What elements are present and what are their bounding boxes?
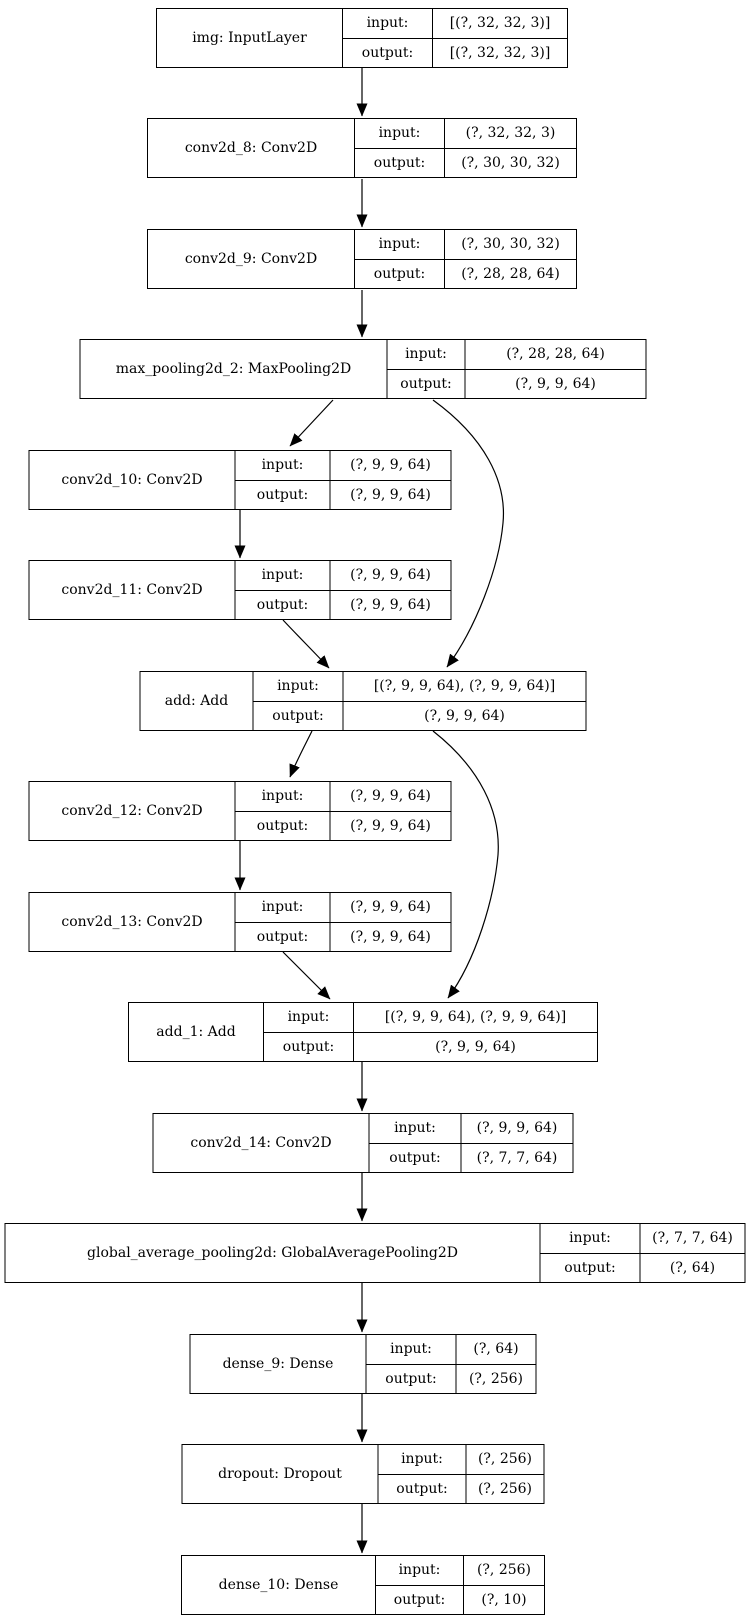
layer-title: conv2d_11: Conv2D [30,561,236,619]
output-label: output: [379,1474,467,1503]
layer-title: img: InputLayer [157,9,343,67]
output-label: output: [236,922,331,951]
output-shape: (?, 30, 30, 32) [461,154,560,171]
input-label: input: [236,451,331,480]
node-conv2d_10: conv2d_10: Conv2D input: (?, 9, 9, 64) o… [28,450,452,510]
node-conv2d_8: conv2d_8: Conv2D input: (?, 32, 32, 3) o… [147,118,577,178]
edge-conv2d_13-to-add_1 [282,951,331,1000]
output-shape: (?, 9, 9, 64) [350,596,431,613]
input-label: input: [370,1114,462,1143]
input-label: input: [254,672,344,701]
node-dense_10: dense_10: Dense input: (?, 256) output: … [181,1555,545,1615]
node-conv2d_12: conv2d_12: Conv2D input: (?, 9, 9, 64) o… [28,781,452,841]
output-label: output: [367,1364,457,1393]
input-label: input: [379,1445,467,1474]
input-shape: (?, 9, 9, 64) [350,899,431,916]
node-add: add: Add input: [(?, 9, 9, 64), (?, 9, 9… [139,671,587,731]
input-shape: [(?, 9, 9, 64), (?, 9, 9, 64)] [384,1009,567,1026]
layer-title: dropout: Dropout [183,1445,379,1503]
output-shape: (?, 9, 9, 64) [435,1038,516,1055]
output-shape: (?, 28, 28, 64) [461,265,560,282]
output-label: output: [254,701,344,730]
input-label: input: [355,119,445,148]
output-label: output: [355,148,445,177]
output-label: output: [236,480,331,509]
input-label: input: [264,1003,354,1032]
edge-max_pooling2d_2-to-add [432,399,505,668]
output-shape: (?, 64) [669,1259,716,1276]
node-img: img: InputLayer input: [(?, 32, 32, 3)] … [156,8,568,68]
output-shape: (?, 9, 9, 64) [350,817,431,834]
input-shape: (?, 9, 9, 64) [350,788,431,805]
input-shape: (?, 32, 32, 3) [465,125,556,142]
node-global_average_pooling2d: global_average_pooling2d: GlobalAverageP… [4,1223,746,1283]
input-shape: (?, 28, 28, 64) [506,346,605,363]
layer-title: conv2d_8: Conv2D [148,119,355,177]
output-label: output: [355,259,445,288]
edge-add-to-add_1 [432,730,499,999]
input-shape: [(?, 9, 9, 64), (?, 9, 9, 64)] [373,678,556,695]
input-label: input: [367,1335,457,1364]
output-shape: (?, 9, 9, 64) [350,928,431,945]
edge-add-to-conv2d_12 [289,730,313,778]
edge-max_pooling2d_2-to-conv2d_10 [289,399,334,447]
layer-title: max_pooling2d_2: MaxPooling2D [81,340,388,398]
output-shape: (?, 9, 9, 64) [350,486,431,503]
edge-conv2d_11-to-add [282,619,330,669]
output-shape: (?, 256) [477,1480,533,1497]
layer-title: conv2d_9: Conv2D [148,230,355,288]
output-shape: [(?, 32, 32, 3)] [449,44,551,61]
layer-title: add: Add [141,672,254,730]
output-shape: (?, 7, 7, 64) [476,1149,558,1166]
output-label: output: [236,811,331,840]
output-shape: (?, 256) [468,1370,524,1387]
input-shape: (?, 64) [473,1341,519,1358]
layer-title: conv2d_14: Conv2D [154,1114,370,1172]
node-max_pooling2d_2: max_pooling2d_2: MaxPooling2D input: (?,… [79,339,647,399]
node-add_1: add_1: Add input: [(?, 9, 9, 64), (?, 9,… [128,1002,598,1062]
input-label: input: [541,1224,641,1253]
input-shape: (?, 256) [477,1451,533,1468]
input-label: input: [355,230,445,259]
input-shape: [(?, 32, 32, 3)] [449,15,551,32]
input-shape: (?, 9, 9, 64) [350,567,431,584]
output-label: output: [236,590,331,619]
layer-title: conv2d_12: Conv2D [30,782,236,840]
input-shape: (?, 9, 9, 64) [476,1120,558,1137]
input-label: input: [236,561,331,590]
input-label: input: [376,1556,464,1585]
output-label: output: [264,1032,354,1061]
output-label: output: [343,38,433,67]
input-label: input: [343,9,433,38]
node-conv2d_9: conv2d_9: Conv2D input: (?, 30, 30, 32) … [147,229,577,289]
input-label: input: [388,340,466,369]
node-conv2d_13: conv2d_13: Conv2D input: (?, 9, 9, 64) o… [28,892,452,952]
node-dropout: dropout: Dropout input: (?, 256) output:… [181,1444,545,1504]
output-shape: (?, 9, 9, 64) [515,375,596,392]
output-label: output: [388,369,466,398]
input-shape: (?, 30, 30, 32) [461,236,560,253]
layer-title: add_1: Add [129,1003,264,1061]
output-shape: (?, 10) [481,1591,527,1608]
input-label: input: [236,782,331,811]
input-shape: (?, 7, 7, 64) [652,1230,733,1247]
output-shape: (?, 9, 9, 64) [424,707,505,724]
layer-title: dense_10: Dense [182,1556,376,1614]
layer-title: conv2d_13: Conv2D [30,893,236,951]
layer-title: conv2d_10: Conv2D [30,451,236,509]
layer-title: global_average_pooling2d: GlobalAverageP… [6,1224,541,1282]
output-label: output: [376,1585,464,1614]
layer-title: dense_9: Dense [191,1335,367,1393]
input-shape: (?, 9, 9, 64) [350,457,431,474]
input-label: input: [236,893,331,922]
node-dense_9: dense_9: Dense input: (?, 64) output: (?… [189,1334,537,1394]
node-conv2d_14: conv2d_14: Conv2D input: (?, 9, 9, 64) o… [152,1113,574,1173]
output-label: output: [541,1253,641,1282]
node-conv2d_11: conv2d_11: Conv2D input: (?, 9, 9, 64) o… [28,560,452,620]
output-label: output: [370,1143,462,1172]
input-shape: (?, 256) [476,1562,532,1579]
